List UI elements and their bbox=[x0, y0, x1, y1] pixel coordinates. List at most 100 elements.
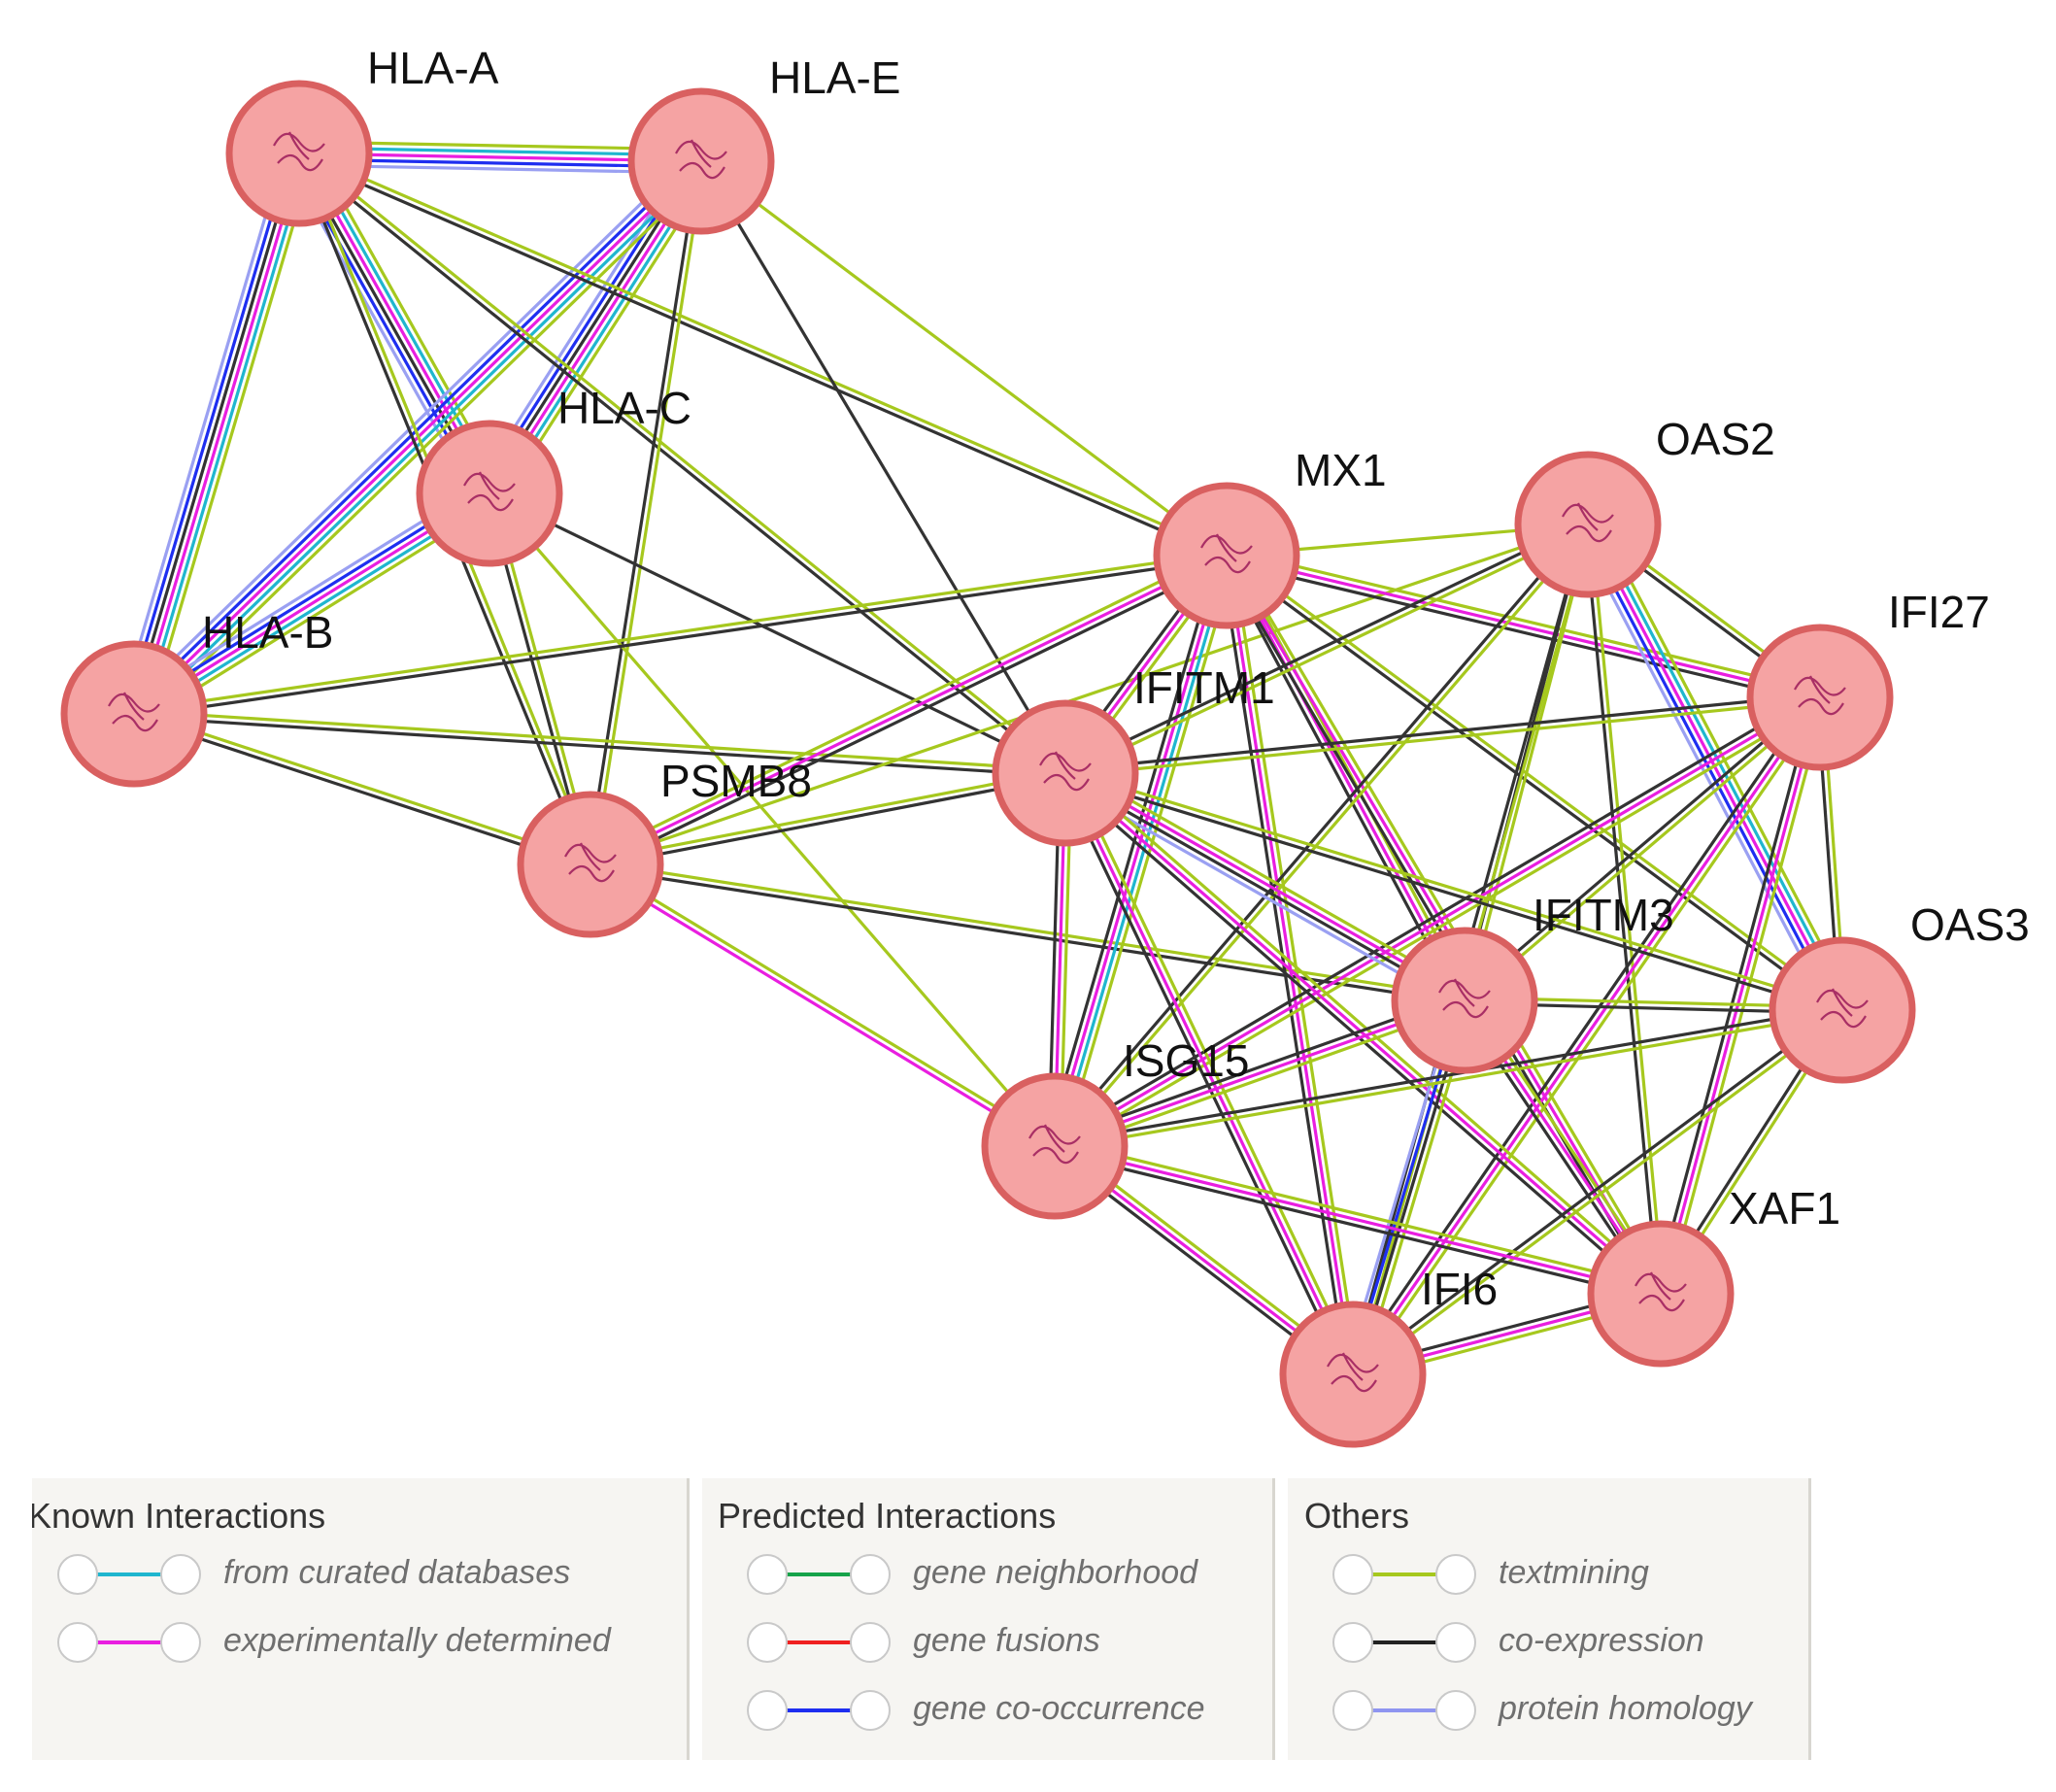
node-label-IFI27: IFI27 bbox=[1888, 587, 1990, 637]
edge-HLA-A-IFITM1 bbox=[296, 150, 1068, 777]
edge-line-coexpression bbox=[134, 557, 1228, 719]
edge-line-textmining bbox=[590, 523, 1589, 866]
edge-PSMB8-OAS2 bbox=[590, 523, 1589, 866]
node-HLA-A[interactable]: HLA-A bbox=[225, 43, 499, 227]
edge-IFI27-ISG15 bbox=[1051, 691, 1824, 1153]
node-circle[interactable] bbox=[1746, 624, 1894, 771]
edge-line-experimental bbox=[1351, 696, 1822, 1375]
edge-line-textmining bbox=[134, 709, 592, 863]
edge-line-textmining bbox=[1227, 552, 1845, 1009]
node-label-HLA-C: HLA-C bbox=[557, 383, 691, 433]
legend-label-cooccurrence: gene co-occurrence bbox=[913, 1690, 1205, 1727]
node-circle[interactable] bbox=[981, 1072, 1129, 1220]
node-circle[interactable] bbox=[1391, 927, 1538, 1074]
edge-OAS2-XAF1 bbox=[1583, 524, 1666, 1295]
node-circle[interactable] bbox=[627, 87, 775, 235]
legend-others-title: Others bbox=[1304, 1496, 1410, 1536]
node-HLA-E[interactable]: HLA-E bbox=[627, 52, 900, 235]
edge-line-experimental bbox=[1659, 696, 1822, 1295]
edge-IFI27-IFI6 bbox=[1346, 693, 1827, 1379]
edge-OAS2-ISG15 bbox=[1051, 522, 1592, 1149]
edge-line-textmining bbox=[1228, 548, 1822, 693]
protein-structure-icon bbox=[1327, 1352, 1379, 1393]
edge-line-textmining bbox=[1068, 763, 1470, 995]
edge-line-coexpression bbox=[1059, 774, 1350, 1378]
edge-line-coexpression bbox=[1063, 520, 1588, 772]
node-ISG15[interactable]: ISG15 bbox=[981, 1035, 1249, 1220]
node-circle[interactable] bbox=[1153, 482, 1300, 629]
edge-line-textmining bbox=[299, 149, 1229, 555]
edge-ISG15-XAF1 bbox=[1053, 1138, 1663, 1302]
protein-structure-icon bbox=[1200, 533, 1253, 574]
edge-HLA-C-ISG15 bbox=[488, 491, 1057, 1148]
edge-PSMB8-ISG15 bbox=[588, 861, 1058, 1150]
node-label-XAF1: XAF1 bbox=[1729, 1183, 1840, 1234]
node-label-HLA-B: HLA-B bbox=[202, 607, 333, 658]
edge-HLA-B-PSMB8 bbox=[132, 709, 592, 869]
node-label-IFI6: IFI6 bbox=[1421, 1264, 1498, 1314]
node-circle[interactable] bbox=[992, 699, 1139, 847]
node-circle[interactable] bbox=[1587, 1220, 1735, 1368]
node-circle[interactable] bbox=[60, 640, 208, 788]
node-IFI6[interactable]: IFI6 bbox=[1279, 1264, 1498, 1448]
legend-label-neighborhood: gene neighborhood bbox=[913, 1554, 1198, 1591]
edge-HLA-C-IFITM1 bbox=[489, 491, 1066, 775]
edge-line-textmining bbox=[1065, 768, 1844, 1009]
edge-line-experimental bbox=[590, 554, 1228, 866]
coexpression-swatch-icon bbox=[1332, 1622, 1476, 1663]
node-circle[interactable] bbox=[1769, 936, 1916, 1084]
edge-line-textmining bbox=[146, 156, 315, 719]
node-circle[interactable] bbox=[416, 420, 563, 567]
node-HLA-B[interactable]: HLA-B bbox=[60, 607, 333, 788]
legend-predicted-interactions: Predicted Interactions gene neighborhood… bbox=[702, 1478, 1275, 1760]
edge-line-coexpression bbox=[1051, 522, 1587, 1146]
node-XAF1[interactable]: XAF1 bbox=[1587, 1183, 1840, 1368]
node-circle[interactable] bbox=[1279, 1301, 1427, 1448]
edge-line-textmining bbox=[299, 150, 1068, 772]
edge-line-coexpression bbox=[1064, 693, 1820, 772]
edge-line-curated bbox=[1056, 556, 1231, 1148]
node-IFI27[interactable]: IFI27 bbox=[1746, 587, 1990, 771]
protein-structure-icon bbox=[564, 842, 617, 883]
node-label-HLA-E: HLA-E bbox=[769, 52, 900, 103]
node-label-IFITM3: IFITM3 bbox=[1533, 890, 1674, 940]
node-circle[interactable] bbox=[517, 791, 664, 938]
node-IFITM1[interactable]: IFITM1 bbox=[992, 662, 1275, 847]
node-IFITM3[interactable]: IFITM3 bbox=[1391, 890, 1674, 1074]
edge-line-coexpression bbox=[1224, 557, 1842, 1014]
edge-PSMB8-MX1 bbox=[587, 549, 1230, 871]
fusion-swatch-icon bbox=[747, 1622, 891, 1663]
protein-structure-icon bbox=[1028, 1124, 1081, 1165]
edge-HLA-A-HLA-B bbox=[118, 149, 315, 719]
swatch-node bbox=[747, 1554, 788, 1595]
edge-line-textmining bbox=[1056, 1138, 1663, 1290]
node-MX1[interactable]: MX1 bbox=[1153, 445, 1387, 629]
edge-line-textmining bbox=[1597, 518, 1855, 1006]
edge-line-curated bbox=[1591, 521, 1849, 1008]
node-PSMB8[interactable]: PSMB8 bbox=[517, 756, 812, 938]
swatch-node bbox=[1435, 1554, 1476, 1595]
legend-known-title: Known Interactions bbox=[32, 1496, 326, 1536]
edge-line-coexpression bbox=[1583, 524, 1660, 1295]
edge-line-coexpression bbox=[297, 154, 1227, 560]
edge-HLA-A-MX1 bbox=[297, 149, 1229, 560]
edge-line-coexpression bbox=[296, 154, 1065, 777]
node-label-HLA-A: HLA-A bbox=[367, 43, 499, 93]
node-OAS2[interactable]: OAS2 bbox=[1514, 414, 1775, 598]
protein-structure-icon bbox=[1039, 751, 1092, 792]
swatch-node bbox=[160, 1554, 201, 1595]
edge-line-experimental bbox=[1063, 771, 1663, 1296]
protein-structure-icon bbox=[1438, 978, 1491, 1019]
edge-MX1-IFI27 bbox=[1225, 548, 1822, 705]
edge-line-experimental bbox=[1050, 554, 1226, 1146]
textmining-swatch-icon bbox=[1332, 1554, 1476, 1595]
node-OAS3[interactable]: OAS3 bbox=[1769, 899, 2030, 1084]
edge-line-experimental bbox=[1226, 554, 1821, 699]
node-circle[interactable] bbox=[225, 80, 373, 227]
edge-line-textmining bbox=[1230, 554, 1361, 1374]
node-circle[interactable] bbox=[1514, 451, 1662, 598]
swatch-node bbox=[1332, 1690, 1373, 1731]
edge-PSMB8-IFITM3 bbox=[590, 860, 1466, 1005]
node-HLA-C[interactable]: HLA-C bbox=[416, 383, 691, 567]
legend-predicted-title: Predicted Interactions bbox=[718, 1496, 1057, 1536]
